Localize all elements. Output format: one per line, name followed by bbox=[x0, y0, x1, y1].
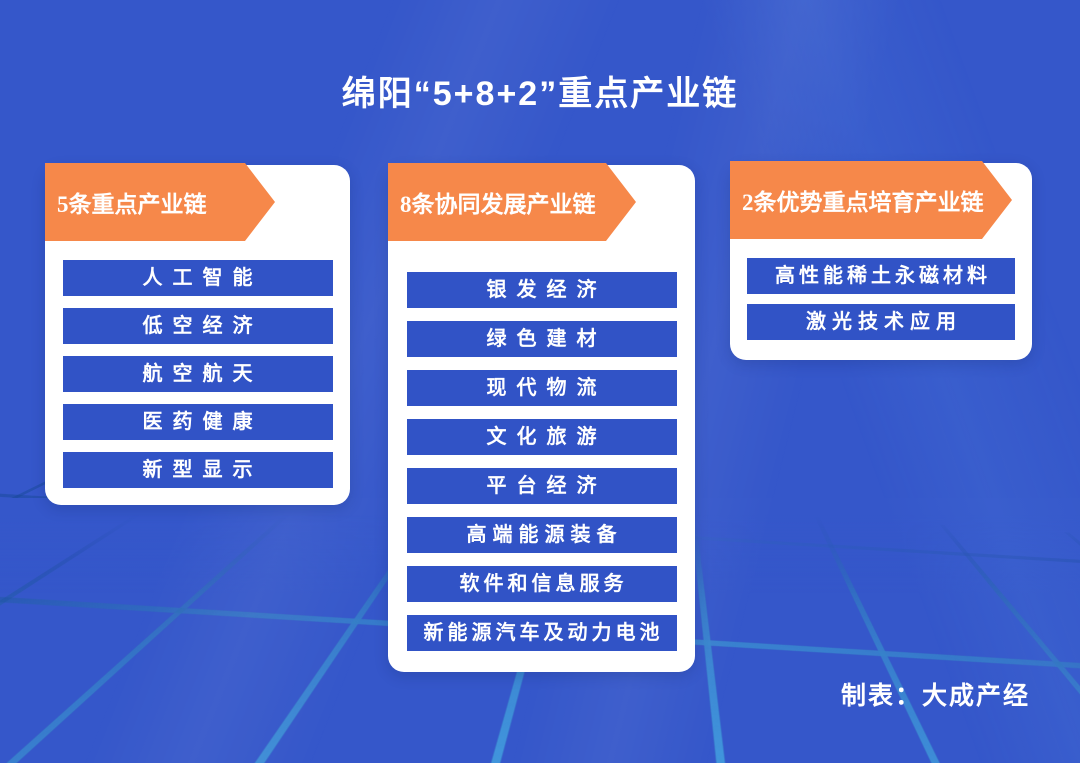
industry-item: 高端能源装备 bbox=[406, 517, 677, 553]
industry-item: 软件和信息服务 bbox=[406, 566, 677, 602]
industry-item: 激光技术应用 bbox=[747, 304, 1015, 340]
industry-item: 平台经济 bbox=[406, 468, 677, 504]
industry-item: 低空经济 bbox=[62, 308, 333, 344]
industry-item: 新型显示 bbox=[62, 452, 333, 488]
card-5-key-chains: 5条重点产业链 人工智能低空经济航空航天医药健康新型显示 bbox=[45, 165, 350, 505]
industry-item: 高性能稀土永磁材料 bbox=[747, 258, 1015, 294]
card-8-collaborative-chains: 8条协同发展产业链 银发经济绿色建材现代物流文化旅游平台经济高端能源装备软件和信… bbox=[388, 165, 695, 672]
card-header-banner: 8条协同发展产业链 bbox=[388, 163, 636, 241]
industry-item: 新能源汽车及动力电池 bbox=[406, 615, 677, 651]
industry-item: 银发经济 bbox=[406, 272, 677, 308]
industry-item: 医药健康 bbox=[62, 404, 333, 440]
industry-item: 人工智能 bbox=[62, 260, 333, 296]
card-header-banner: 5条重点产业链 bbox=[45, 163, 275, 241]
industry-item: 现代物流 bbox=[406, 370, 677, 406]
card-header-banner: 2条优势重点培育产业链 bbox=[730, 161, 1012, 239]
credit-label: 制表：大成产经 bbox=[840, 683, 1030, 710]
page-title: 绵阳“5+8+2”重点产业链 bbox=[341, 75, 739, 113]
industry-item: 绿色建材 bbox=[406, 321, 677, 357]
card-2-cultivation-chains: 2条优势重点培育产业链 高性能稀土永磁材料激光技术应用 bbox=[730, 163, 1032, 360]
industry-list: 银发经济绿色建材现代物流文化旅游平台经济高端能源装备软件和信息服务新能源汽车及动… bbox=[388, 272, 695, 651]
industry-list: 高性能稀土永磁材料激光技术应用 bbox=[730, 258, 1032, 340]
industry-item: 航空航天 bbox=[62, 356, 333, 392]
industry-item: 文化旅游 bbox=[406, 419, 677, 455]
industry-list: 人工智能低空经济航空航天医药健康新型显示 bbox=[45, 260, 350, 488]
